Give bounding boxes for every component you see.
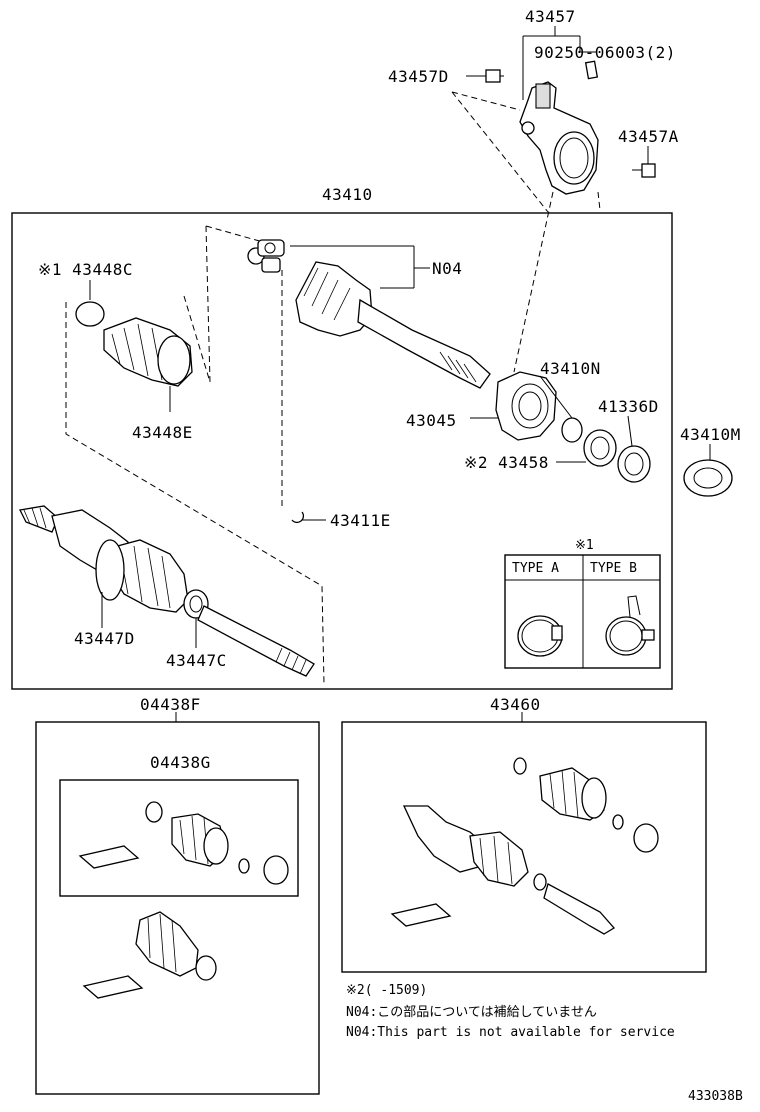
pin-part <box>584 60 599 80</box>
type-table: ※1 TYPE A TYPE B <box>504 538 661 669</box>
label-90250-06003: 90250-06003(2) <box>534 43 676 62</box>
boot-kit-inner-frame <box>59 779 299 897</box>
label-N04: N04 <box>432 259 462 278</box>
label-04438G: 04438G <box>150 753 211 772</box>
figure-id: 433038B <box>688 1089 743 1104</box>
label-43410: 43410 <box>322 185 373 204</box>
label-04438F: 04438F <box>140 695 201 714</box>
label-43458: ※2 43458 <box>464 453 549 472</box>
label-43447C: 43447C <box>166 651 227 670</box>
label-43457A: 43457A <box>618 127 679 146</box>
boot-kit-frame <box>35 721 320 1095</box>
type-a-header: TYPE A <box>512 561 559 576</box>
label-43448C: ※1 43448C <box>38 260 133 279</box>
bolt-43457A <box>632 146 656 178</box>
bearing-43458 <box>583 429 617 467</box>
tripod-joint <box>247 239 285 273</box>
center-bearing-housing <box>495 371 557 441</box>
shaft-kit-group <box>390 712 659 935</box>
center-bearing-group <box>470 371 733 497</box>
note-n04-english: N04:This part is not available for servi… <box>346 1025 675 1040</box>
seal-41336D <box>617 445 651 483</box>
label-43411E: 43411E <box>330 511 391 530</box>
inner-joint-group <box>205 225 491 510</box>
inner-shaft <box>357 298 491 389</box>
label-43045: 43045 <box>406 411 457 430</box>
outer-shaft-group <box>19 505 326 677</box>
outer-shaft <box>197 605 315 677</box>
note-2: ※2( -1509) <box>346 983 427 998</box>
shaft-kit-frame <box>341 721 707 973</box>
outer-boot-group <box>65 280 325 685</box>
main-assembly-frame <box>11 212 673 690</box>
label-43460: 43460 <box>490 695 541 714</box>
label-43410M: 43410M <box>680 425 741 444</box>
bracket-assembly <box>451 26 656 373</box>
type-a-clamp <box>517 615 563 657</box>
clip-43411E <box>291 511 305 524</box>
boot-kit-group <box>78 712 289 999</box>
clamp-43448C <box>75 301 105 327</box>
label-43410N: 43410N <box>540 359 601 378</box>
type-b-clamp <box>605 595 655 656</box>
snap-ring-43410N <box>561 417 583 443</box>
seal-43410M <box>683 459 733 497</box>
type-table-marker: ※1 <box>575 538 594 553</box>
label-41336D: 41336D <box>598 397 659 416</box>
note-n04-japanese: N04:この部品については補給していません <box>346 1005 597 1020</box>
type-b-header: TYPE B <box>590 561 637 576</box>
label-43447D: 43447D <box>74 629 135 648</box>
label-43457D: 43457D <box>388 67 449 86</box>
bolt-43457D <box>466 69 504 83</box>
label-43448E: 43448E <box>132 423 193 442</box>
label-43457: 43457 <box>525 7 576 26</box>
inner-joint-housing <box>295 261 373 337</box>
